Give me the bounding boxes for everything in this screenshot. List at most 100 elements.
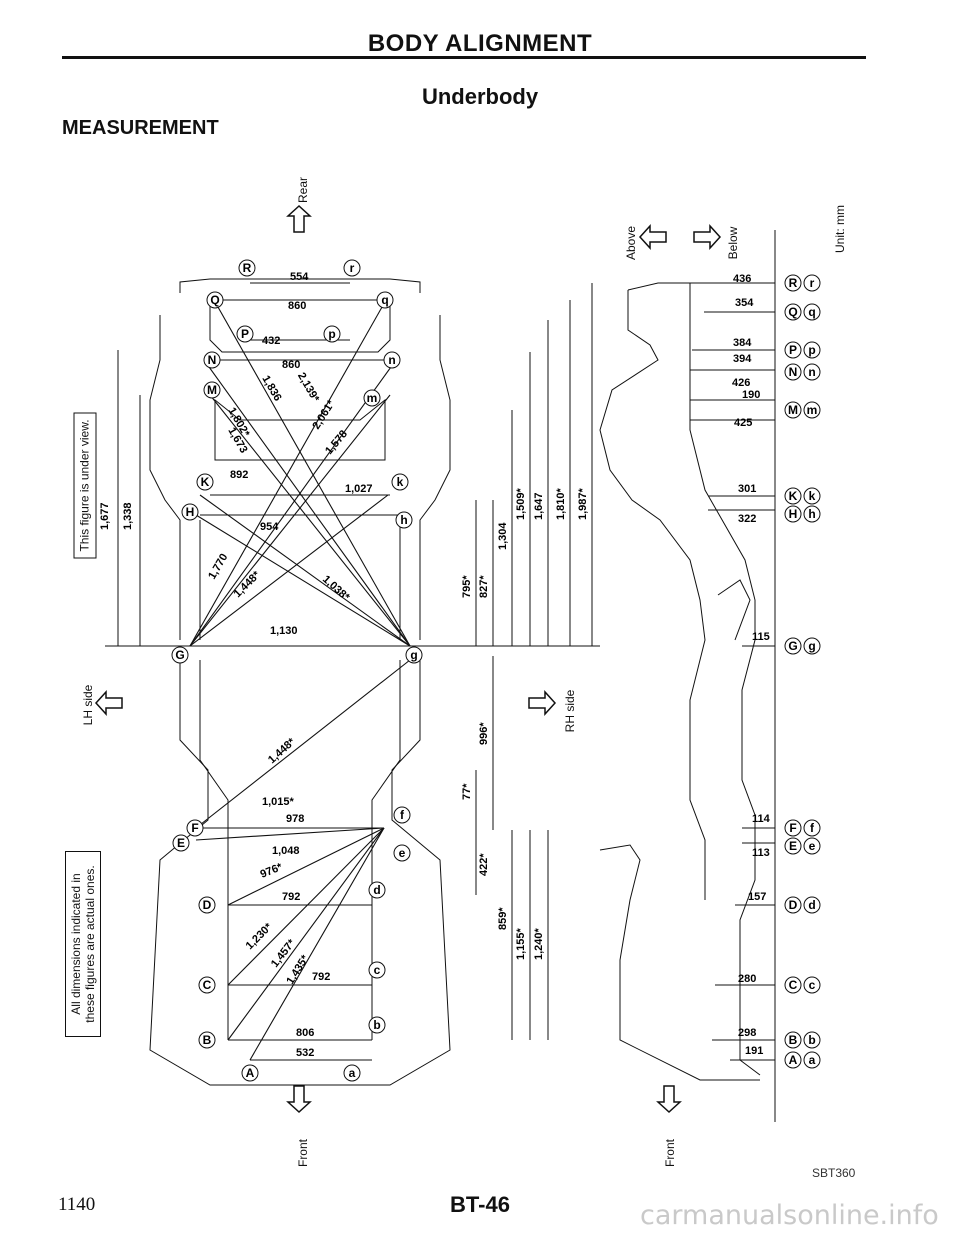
label-p: p (328, 327, 335, 341)
dim-792-b: 792 (312, 971, 330, 983)
label-P: P (241, 327, 249, 341)
vertical-dimension-lines (105, 283, 600, 1040)
point-b: b (368, 1016, 386, 1034)
point-P: P (236, 325, 254, 343)
slabel-C: C (789, 978, 798, 992)
dim-1770: 1,770 (206, 552, 230, 582)
point-H: H (181, 503, 199, 521)
point-d: d (368, 881, 386, 899)
sdim-425: 425 (734, 417, 752, 429)
label-M: M (207, 383, 217, 397)
sdim-436: 436 (733, 273, 751, 285)
dim-1027: 1,027 (345, 483, 373, 495)
dim-1578: 1,578 (323, 428, 350, 457)
point-F: F (186, 819, 204, 837)
vdim-1240: 1,240* (533, 927, 545, 960)
dim-432: 432 (262, 335, 280, 347)
point-C: C (198, 976, 216, 994)
dim-1015: 1,015* (262, 796, 295, 808)
side-front-arrow-icon (656, 1085, 682, 1114)
label-G: G (175, 648, 184, 662)
vdim-1647: 1,647 (533, 492, 545, 520)
sdim-426: 426 (732, 377, 750, 389)
sdim-115: 115 (752, 631, 770, 643)
slabel-m: m (807, 403, 818, 417)
label-b: b (373, 1018, 380, 1032)
point-r: r (343, 259, 361, 277)
slabel-n: n (808, 365, 815, 379)
page-title: BODY ALIGNMENT (367, 30, 593, 57)
sdim-157: 157 (748, 891, 766, 903)
slabel-B: B (789, 1033, 798, 1047)
below-arrow-icon (693, 224, 722, 250)
point-R: R (238, 259, 256, 277)
label-m: m (367, 391, 378, 405)
point-p: p (323, 325, 341, 343)
vdim-1338: 1,338 (122, 502, 134, 530)
plan-dimension-values: 554 860 432 860 892 1,027 954 1,130 1,83… (206, 271, 372, 1059)
label-F: F (191, 821, 198, 835)
label-a: a (349, 1066, 356, 1080)
side-dimension-values: 436 354 384 394 426 190 425 301 322 115 … (732, 273, 771, 1057)
slabel-R: R (789, 276, 798, 290)
rear-arrow-icon (286, 204, 312, 233)
vdim-1677: 1,677 (99, 502, 111, 530)
point-A: A (241, 1064, 259, 1082)
label-d: d (373, 883, 380, 897)
slabel-A: A (789, 1053, 798, 1067)
side-view-ref-lines (684, 282, 775, 1061)
label-e: e (399, 846, 406, 860)
point-m: m (363, 389, 381, 407)
vdim-77: 77* (461, 783, 473, 800)
point-g: g (405, 646, 423, 664)
slabel-r: r (810, 276, 815, 290)
slabel-E: E (789, 839, 797, 853)
above-arrow-icon (638, 224, 667, 250)
vdim-827: 827* (478, 575, 490, 598)
point-k: k (391, 473, 409, 491)
dim-2139: 2,139* (295, 371, 322, 405)
page-subtitle: Underbody (421, 84, 539, 109)
sdim-354: 354 (735, 297, 754, 309)
label-E: E (177, 836, 185, 850)
label-r: r (350, 261, 355, 275)
dim-792-a: 792 (282, 891, 300, 903)
dim-978: 978 (286, 813, 304, 825)
sdim-280: 280 (738, 973, 756, 985)
slabel-K: K (789, 489, 798, 503)
vdim-1155: 1,155* (515, 927, 527, 960)
side-view-outline (599, 230, 776, 1122)
slabel-h: h (808, 507, 815, 521)
label-D: D (203, 898, 212, 912)
dim-976: 976* (259, 861, 285, 881)
dim-1230: 1,230* (244, 921, 275, 952)
slabel-c: c (809, 978, 816, 992)
point-f: f (393, 806, 411, 824)
label-h: h (400, 513, 407, 527)
plan-point-labels: R r Q q P p N n M m K k H h G g F f E e … (171, 259, 423, 1082)
figure-code: SBT360 (812, 1166, 856, 1180)
dim-2061: 2,061* (310, 398, 337, 432)
dim-1130: 1,130 (270, 625, 298, 637)
slabel-Q: Q (788, 305, 797, 319)
label-q: q (381, 293, 388, 307)
vdim-795: 795* (461, 575, 473, 598)
point-B: B (198, 1031, 216, 1049)
sdim-322: 322 (738, 513, 756, 525)
sdim-190: 190 (742, 389, 760, 401)
slabel-f: f (810, 821, 815, 835)
slabel-D: D (789, 898, 798, 912)
slabel-q: q (808, 305, 815, 319)
vdim-1509: 1,509* (515, 487, 527, 520)
vdim-1810: 1,810* (555, 487, 567, 520)
vdim-859: 859* (497, 907, 509, 930)
slabel-P: P (789, 343, 797, 357)
label-k: k (397, 475, 404, 489)
